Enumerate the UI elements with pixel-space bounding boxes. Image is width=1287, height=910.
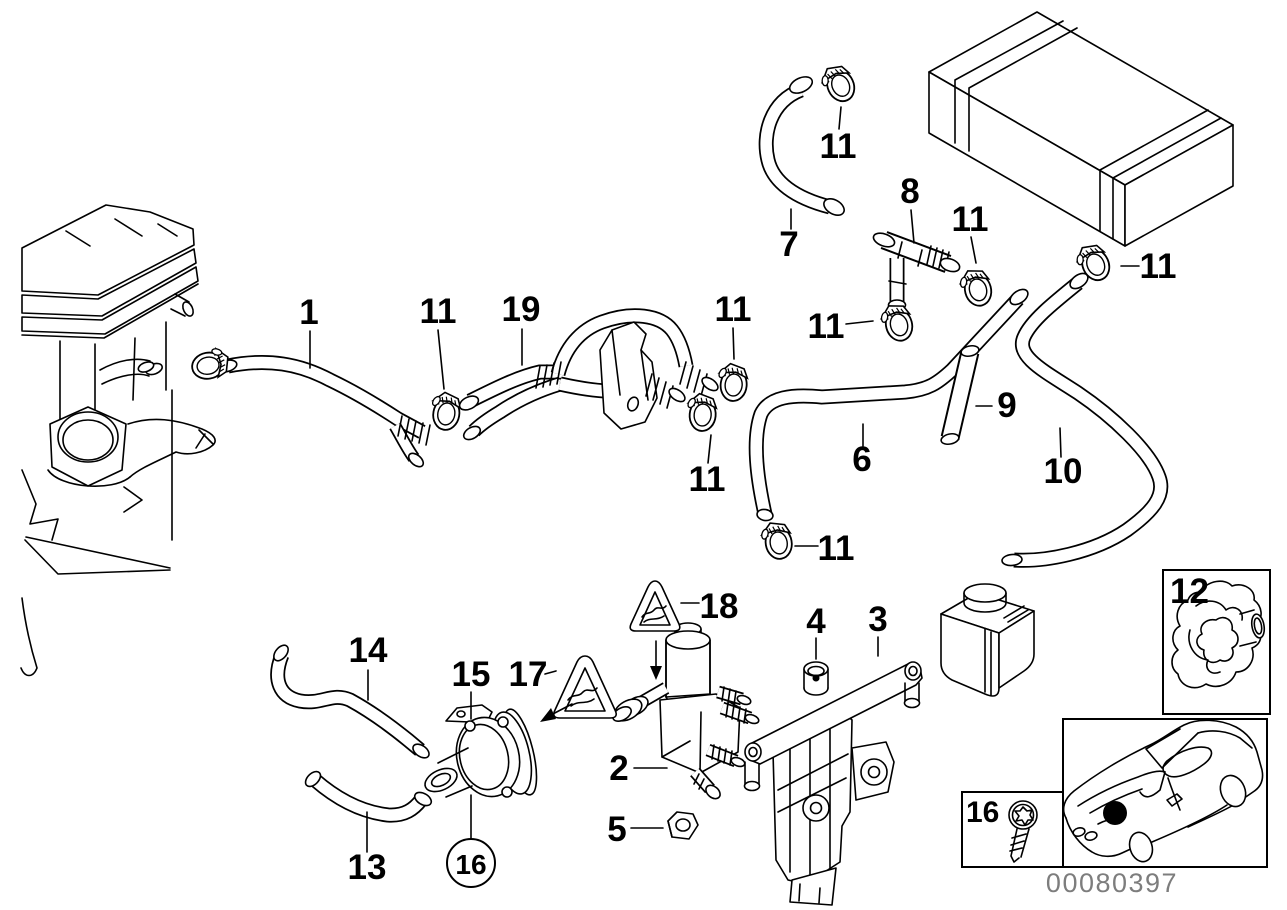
hose-clamp-icon — [188, 344, 232, 383]
callout-11-c: 11 — [689, 460, 726, 499]
callout-8: 8 — [900, 172, 919, 211]
callout-1: 1 — [299, 293, 318, 332]
callout-11-g: 11 — [808, 307, 845, 346]
hose-14 — [270, 644, 430, 759]
callout-14: 14 — [349, 631, 388, 670]
callout-11-h: 11 — [818, 529, 855, 568]
callout-labels: 1 11 19 11 11 11 7 8 11 11 11 6 9 10 11 … — [299, 127, 1209, 888]
part-12-box — [1162, 569, 1271, 715]
hose-clamp-icon — [757, 519, 796, 563]
callout-11-d: 11 — [820, 127, 857, 166]
hose-clamp-icon — [815, 60, 861, 109]
torx-screw-icon — [1014, 806, 1034, 826]
callout-3: 3 — [868, 600, 887, 639]
t-fitting-8 — [872, 231, 961, 311]
heater-core-box — [928, 11, 1234, 247]
engine-block — [20, 204, 216, 677]
callout-15: 15 — [452, 655, 491, 694]
auxiliary-water-pump-15 — [424, 704, 538, 798]
callout-5: 5 — [607, 810, 626, 849]
callout-18: 18 — [700, 587, 739, 626]
hose-6 — [748, 288, 1029, 522]
car-location-box — [1062, 718, 1268, 868]
callout-19: 19 — [502, 290, 541, 329]
callout-10: 10 — [1044, 452, 1083, 491]
hose-10 — [1001, 272, 1169, 568]
hose-clamp-icon — [714, 361, 750, 403]
warning-triangle-17-icon — [540, 655, 617, 722]
callout-11-a: 11 — [420, 292, 457, 331]
leader-lines — [309, 106, 1140, 853]
water-valve-2 — [612, 622, 760, 800]
callout-7: 7 — [779, 225, 798, 264]
reservoir-bottle — [940, 583, 1035, 697]
callout-16-circled: 16 — [455, 849, 486, 880]
callout-16-box: 16 — [966, 796, 999, 829]
callout-13: 13 — [348, 848, 387, 887]
hose-clamp-icon — [683, 391, 719, 433]
callout-2: 2 — [609, 749, 628, 788]
callout-11-e: 11 — [952, 200, 989, 239]
callout-12: 12 — [1170, 572, 1209, 611]
callout-17: 17 — [509, 655, 548, 694]
tube-9 — [940, 344, 980, 446]
hose-clamp-icon — [955, 265, 996, 311]
callout-6: 6 — [852, 440, 871, 479]
hose-clamp-icon — [876, 300, 917, 346]
callout-9: 9 — [997, 386, 1016, 425]
diagram-number: 00080397 — [1046, 868, 1178, 898]
hose-13 — [304, 770, 433, 823]
callout-16-circle — [446, 838, 496, 888]
warning-triangle-18-icon — [629, 580, 681, 680]
callout-11-b: 11 — [715, 290, 752, 329]
hose-clamp-icon — [426, 389, 464, 433]
hose-1 — [216, 354, 431, 468]
callout-11-f: 11 — [1140, 247, 1177, 286]
hose-assembly-19 — [458, 308, 719, 441]
bracket-3 — [743, 661, 923, 906]
grommet-4 — [803, 661, 829, 696]
hose-7 — [758, 76, 845, 216]
callout-4: 4 — [806, 602, 826, 641]
nut-5 — [667, 811, 699, 840]
location-dot — [1103, 801, 1127, 825]
